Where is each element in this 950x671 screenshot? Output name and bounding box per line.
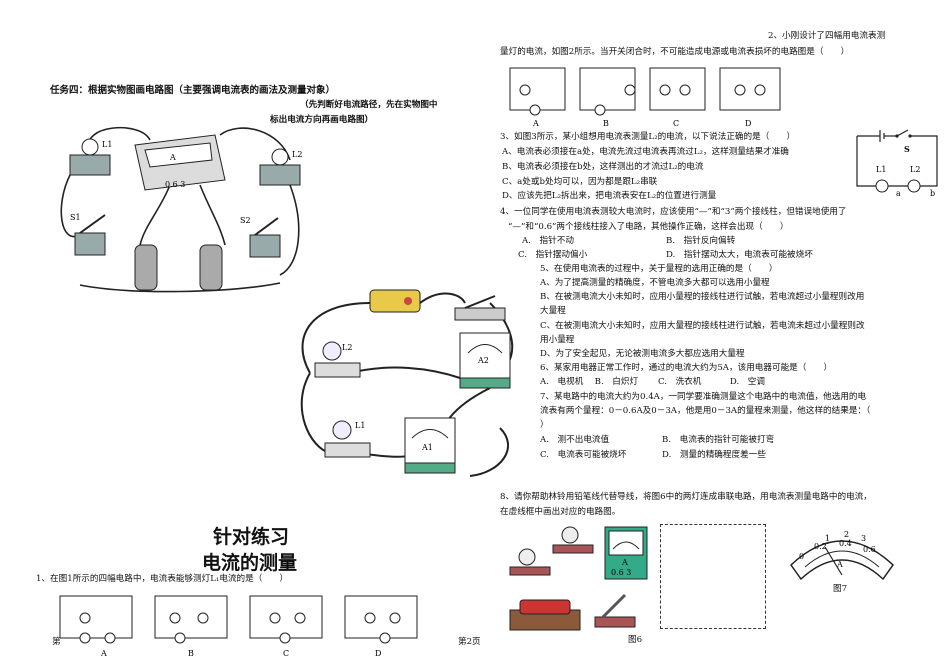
fig1-option-c: C bbox=[283, 649, 289, 658]
question-3-option-c: C、a处或b处均可以，因为都是跟L₂串联 bbox=[502, 177, 658, 187]
fig6-meter-unit: A bbox=[621, 558, 628, 567]
fig1-option-d: D bbox=[375, 649, 381, 658]
fig3-S-label: S bbox=[904, 144, 910, 154]
question-2-line-1: 2、小刚设计了四幅用电流表测 bbox=[768, 31, 886, 41]
question-1: 1、在图1所示的四幅电路中，电流表能够测灯L₁电流的是（ ） bbox=[36, 574, 289, 584]
circuit2-L1-label: L1 bbox=[355, 421, 365, 430]
circuit2-A1-label: A1 bbox=[421, 443, 433, 452]
fig7-tick-3: 3 bbox=[861, 534, 866, 543]
circuit1-A-label: A bbox=[169, 153, 176, 162]
figure-7-meter: 0 0.2 0.4 0.6 1 2 3 A bbox=[790, 530, 894, 581]
fig2-option-b: B bbox=[603, 119, 609, 128]
question-6-line-1: 6、某家用电器正常工作时，通过的电流大约为5A，该用电器可能是（ ） bbox=[540, 363, 833, 373]
fig1-option-a: A bbox=[100, 649, 107, 658]
fig7-tick-2: 2 bbox=[844, 530, 849, 539]
question-7-line-1: 7、某电路中的电流大约为0.4A，一同学要准确测量这个电路中的电流值，他选用的电 bbox=[540, 392, 867, 402]
fig2-option-c: C bbox=[673, 119, 679, 128]
question-7-line-2: 流表有两个量程：0－0.6A及0－3A，他是用0－3A的量程来测量，他这样的结果… bbox=[540, 406, 871, 416]
fig1-option-b: B bbox=[188, 649, 194, 658]
circuit1-scale-label: 0.6 3 bbox=[165, 180, 185, 189]
task-title: 任务四：根据实物图画电路图（主要强调电流表的画法及测量对象） bbox=[50, 85, 336, 96]
question-7-line-3: ） bbox=[540, 420, 549, 430]
question-3-option-a: A、电流表必须接在a处，电流先流过电流表再流过L₂，这样测量结果才准确 bbox=[502, 147, 789, 157]
fig2-option-a: A bbox=[532, 119, 539, 128]
question-3-option-b: B、电流表必须接在b处，这样测出的才流过L₂的电流 bbox=[502, 162, 704, 172]
question-5-option-c-2: 用小量程 bbox=[540, 335, 575, 345]
fig3-a-label: a bbox=[896, 189, 901, 198]
practice-title: 针对练习 bbox=[213, 526, 290, 548]
fig7-tick-1: 1 bbox=[825, 534, 830, 543]
circuit1-L2-label: L2 bbox=[292, 150, 302, 159]
question-4-line-2: “—”和“0.6”两个接线柱接入了电路，其他操作正确，这样会出现（ ） bbox=[508, 222, 789, 232]
circuit2-L2-label: L2 bbox=[342, 343, 352, 352]
fig2-option-d: D bbox=[745, 119, 751, 128]
task-note-1: （先判断好电流路径，先在实物图中 bbox=[300, 100, 438, 110]
fig7-tick-0-4: 0.4 bbox=[839, 539, 852, 548]
fig6-meter-scale: 0.6 3 bbox=[611, 568, 631, 577]
fig7-tick-0-2: 0.2 bbox=[814, 542, 827, 551]
fig7-unit: A bbox=[836, 560, 843, 569]
circuit-2-figure: L2 A2 L1 A1 bbox=[300, 289, 514, 477]
figure-6-components: A 0.6 3 bbox=[509, 526, 648, 631]
question-8-line-2: 在虚线框中画出对应的电路图。 bbox=[500, 507, 621, 517]
fig3-b-label: b bbox=[930, 189, 935, 198]
circuit1-S2-label: S2 bbox=[240, 216, 251, 225]
question-3-line-1: 3、如图3所示，某小组想用电流表测量L₂的电流，以下说法正确的是（ ） bbox=[500, 132, 796, 142]
question-5-option-c-1: C、在被测电流大小未知时，应用大量程的接线柱进行试触，若电流未超过小量程则改 bbox=[540, 321, 865, 331]
question-8-line-1: 8、请你帮助林铃用铅笔线代替导线，将图6中的两灯连成串联电路，用电流表测量电路中… bbox=[500, 492, 872, 502]
page-number: 第2页 bbox=[458, 637, 481, 647]
question-5-line-1: 5、在使用电流表的过程中，关于量程的选用正确的是（ ） bbox=[540, 264, 778, 274]
question-5-option-d: D、为了安全起见，无论被测电流多大都应选用大量程 bbox=[540, 349, 745, 359]
question-7-option-a: A. 测不出电流值 bbox=[540, 435, 610, 445]
fig7-tick-0: 0 bbox=[799, 552, 804, 561]
page-marker-left: 第 bbox=[52, 637, 61, 647]
figure-7-label: 图7 bbox=[833, 584, 848, 594]
question-4-option-b: B. 指针反向偏转 bbox=[666, 236, 736, 246]
question-4-option-c: C. 指针摆动偏小 bbox=[518, 250, 588, 260]
question-6-options: A. 电视机 B. 白炽灯 C. 洗衣机 D. 空调 bbox=[540, 377, 765, 387]
fig7-tick-0-6: 0.6 bbox=[863, 545, 876, 554]
practice-subtitle: 电流的测量 bbox=[202, 552, 298, 574]
question-5-option-a: A、为了提高测量的精确度，不管电流多大都可以选用小量程 bbox=[540, 278, 770, 288]
question-4-option-a: A. 指针不动 bbox=[522, 236, 574, 246]
figure-6-label: 图6 bbox=[628, 635, 643, 645]
figure-1-circuits: A B C D bbox=[59, 595, 418, 658]
fig3-L1-label: L1 bbox=[876, 165, 886, 174]
fig3-L2-label: L2 bbox=[910, 165, 920, 174]
circuit1-S1-label: S1 bbox=[70, 213, 81, 222]
question-7-option-d: D. 测量的精确程度差一些 bbox=[662, 450, 766, 460]
question-7-option-c: C. 电流表可能被烧坏 bbox=[540, 450, 627, 460]
circuit2-A2-label: A2 bbox=[477, 356, 489, 365]
task-note-2: 标出电流方向再画电路图） bbox=[270, 115, 374, 125]
circuit1-L1-label: L1 bbox=[102, 140, 112, 149]
figure-3-circuit: S L1 L2 a b bbox=[856, 129, 938, 198]
question-4-line-1: 4、一位同学在使用电流表测较大电流时，应该使用“—”和“3”两个接线柱，但错误地… bbox=[500, 207, 847, 217]
answer-drawing-box[interactable] bbox=[660, 524, 766, 629]
question-3-option-d: D、应该先把L₂拆出来，把电流表安在L₂的位置进行测量 bbox=[502, 191, 717, 201]
question-4-option-d: D. 指针摆动太大，电流表可能被烧坏 bbox=[666, 250, 813, 260]
question-5-option-b-1: B、在被测电流大小未知时，应用小量程的接线柱进行试触，若电流超过小量程则改用 bbox=[540, 292, 865, 302]
question-7-option-b: B. 电流表的指针可能被打弯 bbox=[662, 435, 775, 445]
figure-2-circuits: A B C D bbox=[509, 67, 781, 128]
question-5-option-b-2: 大量程 bbox=[540, 306, 566, 316]
question-2-line-2: 量灯的电流，如图2所示。当开关闭合时，不可能造成电源或电流表损坏的电路图是（ ） bbox=[500, 47, 850, 57]
circuit-1-figure: L1 A 0.6 3 L2 S1 S2 bbox=[60, 126, 302, 293]
